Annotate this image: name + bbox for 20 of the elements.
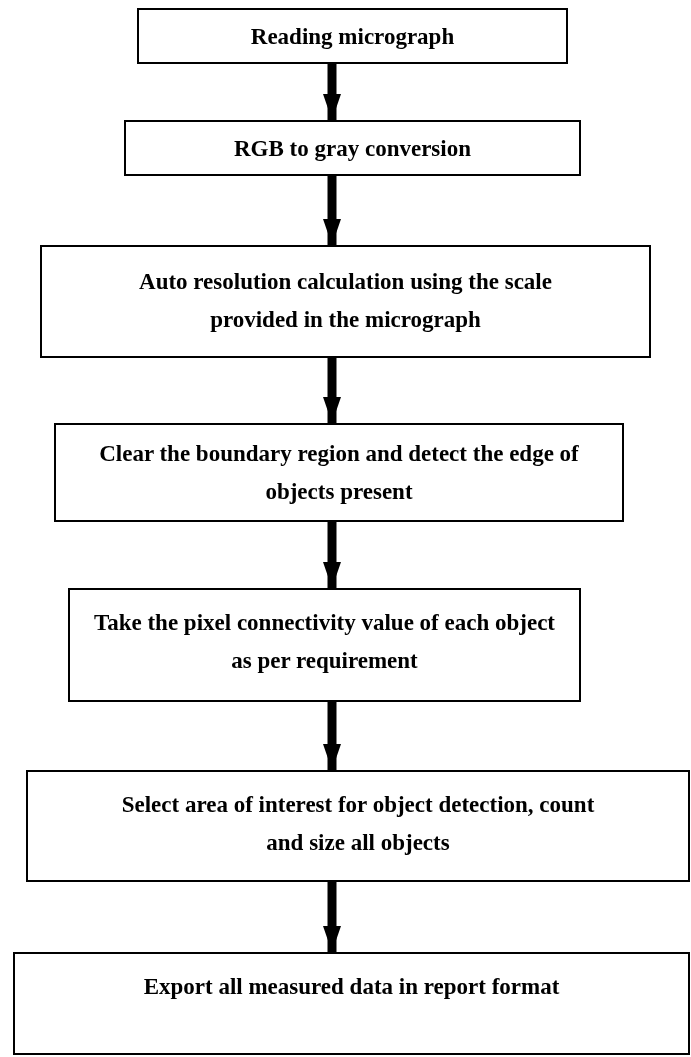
step-text: RGB to gray conversion	[233, 135, 472, 163]
step-text: Export all measured data in report format	[142, 973, 561, 1001]
process-box	[26, 770, 690, 882]
process-box	[40, 245, 651, 358]
process-box	[54, 423, 624, 522]
arrow	[323, 882, 341, 952]
step-text: Clear the boundary region and detect the edge of objects present	[98, 440, 580, 506]
arrow	[323, 358, 341, 423]
arrow	[323, 176, 341, 245]
arrow	[323, 702, 341, 770]
step-text: Auto resolution calculation using the scale provided in the micrograph	[138, 268, 553, 334]
arrow	[323, 522, 341, 588]
arrow	[323, 64, 341, 120]
step-text: Select area of interest for object detection, count and size all objects	[120, 791, 596, 857]
process-box	[13, 952, 690, 1055]
step-text: Take the pixel connectivity value of each object as per requirement	[93, 609, 556, 675]
step-text: Reading micrograph	[249, 23, 456, 51]
process-box	[137, 8, 568, 64]
process-box	[68, 588, 581, 702]
process-box	[124, 120, 581, 176]
